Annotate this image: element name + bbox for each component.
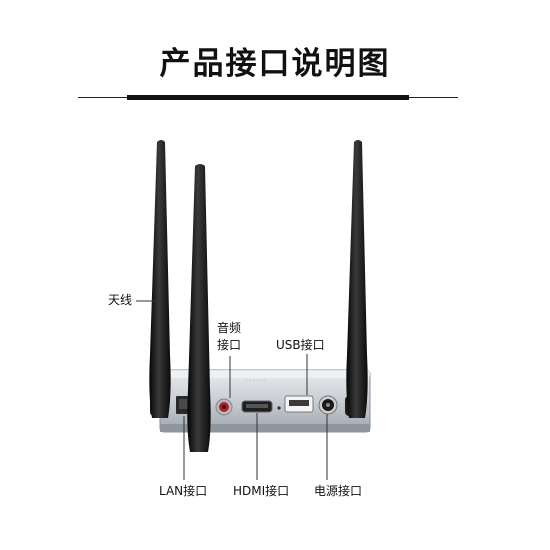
usb-label: USB接口 xyxy=(276,338,325,352)
antenna-right xyxy=(346,140,368,418)
usb-port-icon xyxy=(284,395,314,413)
antenna-middle xyxy=(187,164,211,452)
power-port-icon xyxy=(318,395,338,415)
audio-port-icon xyxy=(215,398,233,416)
indicator-led-icon xyxy=(277,406,281,410)
hdmi-port-icon xyxy=(241,400,273,413)
brand-marking: · · · · · · xyxy=(245,378,266,385)
power-label: 电源接口 xyxy=(314,484,363,498)
antenna-left xyxy=(149,140,171,418)
audio-label-line1: 音频 xyxy=(217,321,242,335)
lan-label: LAN接口 xyxy=(159,484,208,498)
title-divider-thick xyxy=(127,95,409,100)
hdmi-label: HDMI接口 xyxy=(233,484,290,498)
page-title: 产品接口说明图 xyxy=(159,46,391,82)
callout-lines xyxy=(136,300,328,480)
antenna-label: 天线 xyxy=(108,293,133,307)
audio-label-line2: 接口 xyxy=(217,338,242,352)
